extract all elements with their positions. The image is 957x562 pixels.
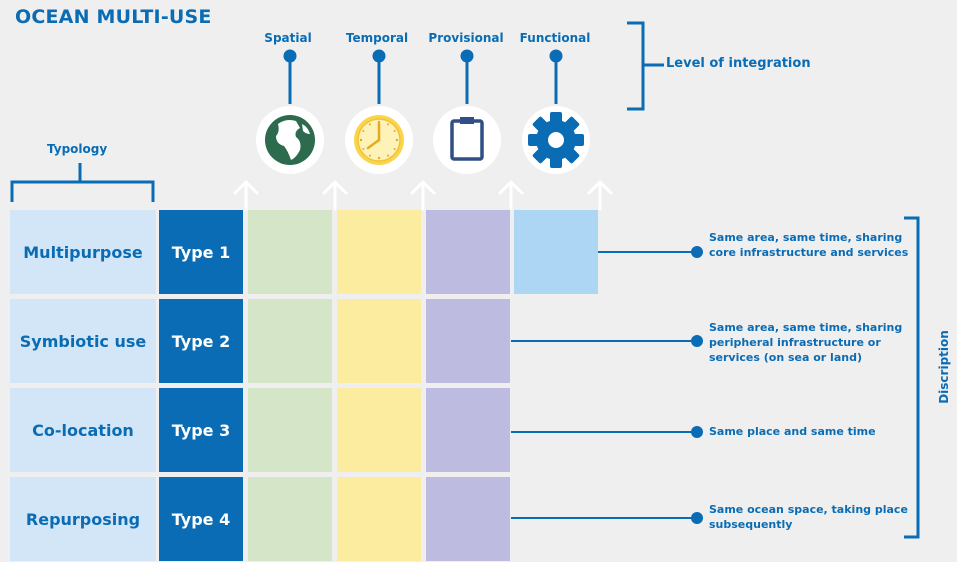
- cell-provisional-type-3: [426, 388, 510, 472]
- row-type-3: Type 3: [159, 388, 243, 472]
- up-arrows: [233, 180, 613, 211]
- up-arrow-icon: [587, 180, 613, 211]
- description-type-1: Same area, same time, sharing core infra…: [709, 231, 909, 259]
- description-type-2: Same area, same time, sharing peripheral…: [709, 321, 903, 364]
- level-of-integration-label: Level of integration: [666, 56, 811, 71]
- cell-temporal-type-4: [337, 477, 421, 561]
- level-label-spatial: Spatial: [264, 31, 312, 45]
- description-bracket: [904, 216, 920, 539]
- clipboard-icon-bg: [433, 106, 501, 174]
- row-name-multipurpose: Multipurpose: [10, 210, 156, 294]
- row-type-1: Type 1: [159, 210, 243, 294]
- up-arrow-icon: [322, 180, 348, 211]
- cell-spatial-type-3: [248, 388, 332, 472]
- cell-provisional-type-2: [426, 299, 510, 383]
- cell-temporal-type-1: [337, 210, 421, 294]
- integration-bracket: [627, 21, 664, 111]
- row-name-repurposing: Repurposing: [10, 477, 156, 561]
- row-name-co-location: Co-location: [10, 388, 156, 472]
- level-label-provisional: Provisional: [428, 31, 504, 45]
- description-type-3: Same place and same time: [709, 425, 876, 438]
- cell-provisional-type-4: [426, 477, 510, 561]
- typology-label: Typology: [47, 142, 108, 156]
- up-arrow-icon: [233, 180, 259, 211]
- level-label-functional: Functional: [519, 31, 591, 45]
- cell-functional-type-1: [514, 210, 598, 294]
- level-stems: [283, 49, 563, 104]
- cell-spatial-type-2: [248, 299, 332, 383]
- cell-spatial-type-1: [248, 210, 332, 294]
- diagram-title: OCEAN MULTI-USE: [15, 6, 212, 28]
- cell-temporal-type-3: [337, 388, 421, 472]
- up-arrow-icon: [498, 180, 524, 211]
- row-type-4: Type 4: [159, 477, 243, 561]
- cell-temporal-type-2: [337, 299, 421, 383]
- cell-provisional-type-1: [426, 210, 510, 294]
- level-label-temporal: Temporal: [345, 31, 409, 45]
- description-type-4: Same ocean space, taking place subsequen…: [709, 503, 908, 531]
- up-arrow-icon: [410, 180, 436, 211]
- row-name-symbiotic-use: Symbiotic use: [10, 299, 156, 383]
- cell-spatial-type-4: [248, 477, 332, 561]
- row-type-2: Type 2: [159, 299, 243, 383]
- clock-icon: [354, 115, 404, 165]
- gear-icon: [528, 112, 584, 168]
- row-connectors: [511, 246, 703, 524]
- globe-icon: [265, 115, 315, 165]
- typology-bracket: [10, 163, 155, 202]
- clipboard-icon: [450, 117, 484, 161]
